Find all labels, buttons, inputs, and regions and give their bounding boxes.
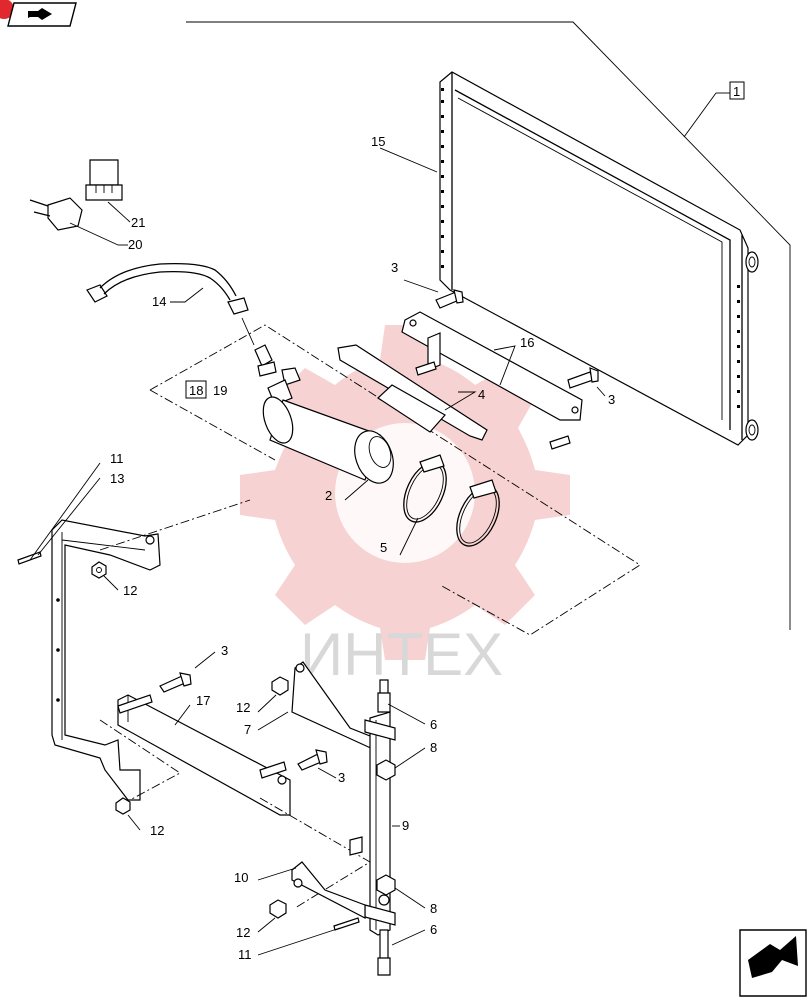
callout-9: 9 xyxy=(402,818,409,833)
callout-1-box xyxy=(729,81,745,100)
callout-19: 19 xyxy=(213,383,227,398)
stud-bolt xyxy=(297,749,328,771)
receiver-drier xyxy=(262,367,394,484)
screw xyxy=(17,551,42,565)
callout-18: 18 xyxy=(189,383,203,398)
callout-12: 12 xyxy=(150,823,164,838)
bolt xyxy=(377,929,391,976)
stud-bolt xyxy=(549,435,571,450)
nut xyxy=(115,797,131,815)
callout-labels: 1 2 3 3 3 3 4 5 6 6 7 8 8 9 10 11 11 12 … xyxy=(110,84,740,962)
nut xyxy=(376,759,396,781)
nut xyxy=(271,676,289,696)
callout-11: 11 xyxy=(238,947,252,962)
cross-bar xyxy=(117,694,291,816)
callout-15: 15 xyxy=(371,134,385,149)
hose-clamp xyxy=(403,454,447,523)
callout-3: 3 xyxy=(221,643,228,658)
callout-20: 20 xyxy=(128,237,142,252)
callout-11: 11 xyxy=(110,451,124,466)
stud-bolt xyxy=(567,367,599,389)
stud-bolt xyxy=(159,672,192,693)
callout-6: 6 xyxy=(430,717,437,732)
clip xyxy=(377,384,446,433)
support-frame xyxy=(51,519,161,801)
callout-4: 4 xyxy=(478,387,485,402)
drier-bracket xyxy=(337,311,583,441)
nut xyxy=(376,874,396,896)
callout-13: 13 xyxy=(110,471,124,486)
callout-7: 7 xyxy=(244,722,251,737)
radiator xyxy=(439,71,759,446)
callout-17: 17 xyxy=(196,693,210,708)
callout-10: 10 xyxy=(234,870,248,885)
callout-12: 12 xyxy=(236,925,250,940)
callout-16: 16 xyxy=(520,335,534,350)
callout-12: 12 xyxy=(123,583,137,598)
pressure-switch-harness xyxy=(86,262,249,315)
callout-5: 5 xyxy=(380,540,387,555)
go-to-page-icon[interactable] xyxy=(0,0,77,27)
callout-8: 8 xyxy=(430,740,437,755)
screw xyxy=(333,917,360,931)
nut xyxy=(269,899,287,919)
stud-bolt xyxy=(415,361,437,376)
stud-bolt xyxy=(435,289,464,309)
nut xyxy=(91,561,107,579)
lower-bracket xyxy=(291,861,366,919)
callout-3: 3 xyxy=(608,392,615,407)
relay xyxy=(85,159,123,201)
callout-1: 1 xyxy=(733,84,740,99)
callout-3: 3 xyxy=(338,770,345,785)
callout-21: 21 xyxy=(131,215,145,230)
callout-6: 6 xyxy=(430,922,437,937)
callout-12: 12 xyxy=(236,700,250,715)
callout-8: 8 xyxy=(430,901,437,916)
bolt xyxy=(377,679,391,713)
connector xyxy=(29,197,83,231)
next-page-arrow-icon[interactable] xyxy=(739,929,807,997)
callout-3: 3 xyxy=(391,260,398,275)
callout-18-box xyxy=(185,380,207,399)
pressure-switch xyxy=(254,344,277,377)
hose-clamp xyxy=(456,479,500,547)
callout-14: 14 xyxy=(152,294,166,309)
callout-2: 2 xyxy=(325,488,332,503)
watermark-text: ИНТЕХ xyxy=(300,621,503,688)
